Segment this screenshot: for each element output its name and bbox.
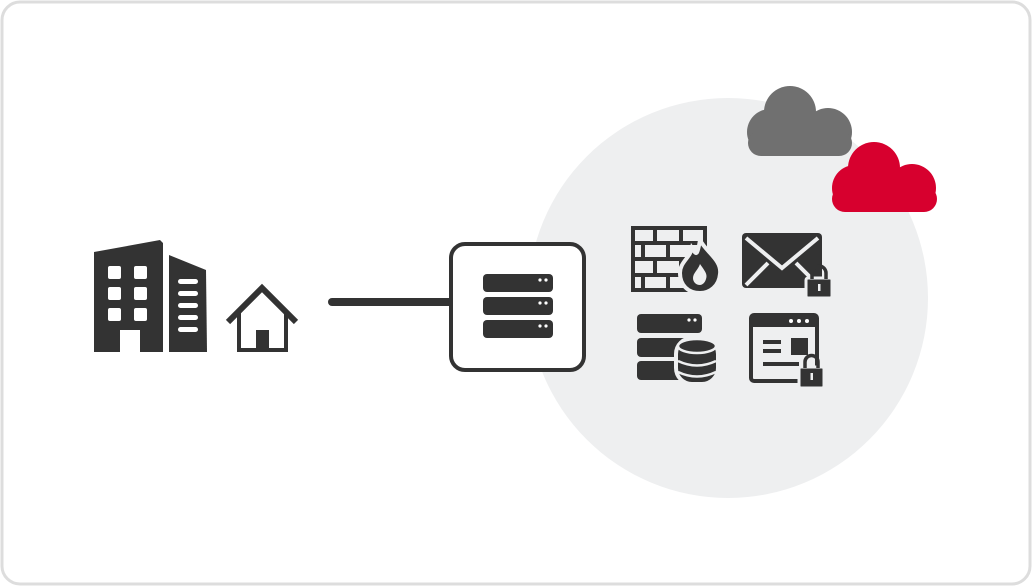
cloud-services-zone: [528, 98, 928, 498]
office-building-icon: [94, 240, 207, 352]
lock-icon: [804, 264, 834, 300]
secure-mail-icon: [742, 233, 834, 300]
firewall-icon: [631, 226, 723, 296]
house-icon: [225, 283, 299, 352]
database-server-icon: [637, 314, 720, 386]
server-icon[interactable]: [449, 242, 586, 372]
secure-web-icon: [749, 313, 826, 390]
lock-icon: [797, 353, 826, 390]
cloud-red-icon: [832, 142, 937, 212]
cloud-gray-icon: [747, 86, 852, 156]
